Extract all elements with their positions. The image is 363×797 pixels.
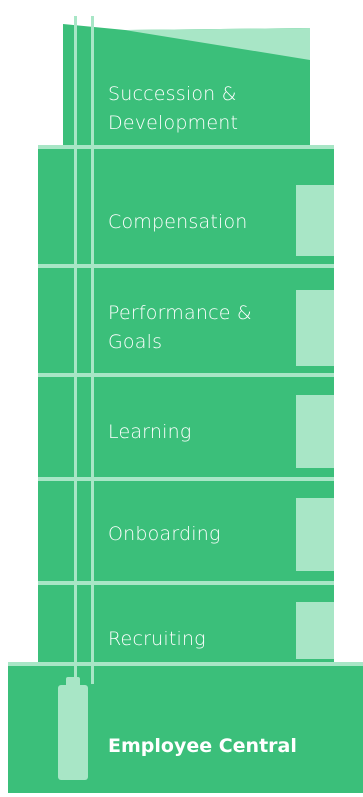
crown-block <box>63 24 310 145</box>
floor-ledge <box>38 373 334 377</box>
shaft-line <box>74 16 77 684</box>
floor-ledge <box>38 145 334 149</box>
side-panel <box>296 498 334 571</box>
side-panel <box>296 395 334 468</box>
floor-ledge <box>38 581 334 585</box>
tier-label-performance-line-2: Goals <box>108 331 163 353</box>
door <box>58 685 88 780</box>
crown-roof-highlight <box>125 28 310 60</box>
side-panel <box>296 290 334 366</box>
tier-label-recruiting: Recruiting <box>108 628 206 650</box>
shaft-line <box>91 16 94 684</box>
base-label-employee-central: Employee Central <box>108 735 297 757</box>
floor-ledge <box>38 264 334 268</box>
base-ledge <box>8 662 363 666</box>
body-block <box>38 148 334 665</box>
side-panel <box>296 185 334 256</box>
tier-label-succession-line-1: Succession & <box>108 83 237 105</box>
tier-label-performance-line-1: Performance & <box>108 302 252 324</box>
tier-label-succession-line-2: Development <box>108 112 239 134</box>
tier-label-onboarding: Onboarding <box>108 523 221 545</box>
tier-label-compensation: Compensation <box>108 211 248 233</box>
door-top <box>66 677 80 687</box>
tier-label-learning: Learning <box>108 421 192 443</box>
side-panel <box>296 602 334 659</box>
floor-ledge <box>38 477 334 481</box>
